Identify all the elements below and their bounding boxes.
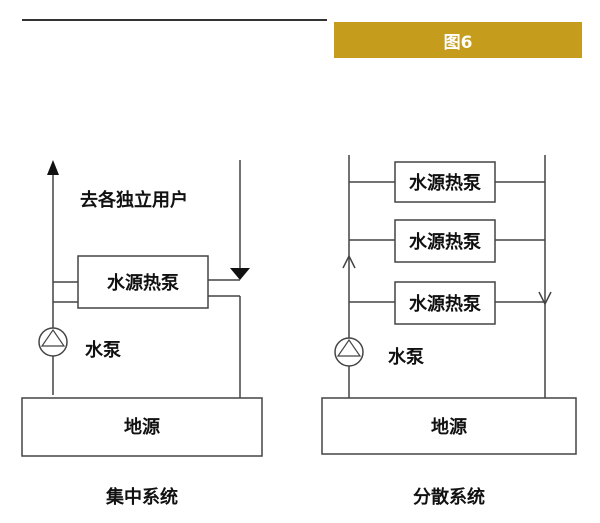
pump-label: 水泵: [388, 346, 424, 368]
centralized-system: 水源热泵 去各独立用户 水泵 地源 集中系统: [21, 160, 263, 508]
heat-pump-box-1: [394, 161, 496, 203]
figure-label: 图6: [334, 22, 582, 58]
pump-label: 水泵: [85, 339, 121, 361]
flow-up-arrow-icon: [342, 254, 356, 269]
heat-pump-box: [77, 255, 209, 309]
distributed-system: 水源热泵 水源热泵 水源热泵 水泵 地源 分散系统: [321, 155, 577, 508]
centralized-caption: 集中系统: [105, 486, 178, 508]
ground-source-box: [21, 397, 263, 457]
ground-source-box: [321, 397, 577, 455]
ground-source-label: 地源: [431, 416, 467, 438]
heat-pump-box-2: [394, 219, 496, 263]
ground-source-label: 地源: [124, 416, 160, 438]
heat-pump-box-3: [394, 281, 496, 325]
heat-pump-label: 水源热泵: [107, 272, 179, 294]
heat-pump-label-1: 水源热泵: [409, 172, 481, 194]
flow-down-arrow-icon: [538, 291, 552, 306]
distributed-caption: 分散系统: [413, 486, 485, 508]
heat-pump-label-3: 水源热泵: [409, 293, 481, 315]
flow-down-arrow-icon: [230, 268, 250, 280]
destination-label: 去各独立用户: [80, 189, 188, 211]
flow-up-arrow-icon: [47, 160, 59, 175]
heat-pump-label-2: 水源热泵: [409, 231, 481, 253]
top-rule: [22, 19, 327, 21]
